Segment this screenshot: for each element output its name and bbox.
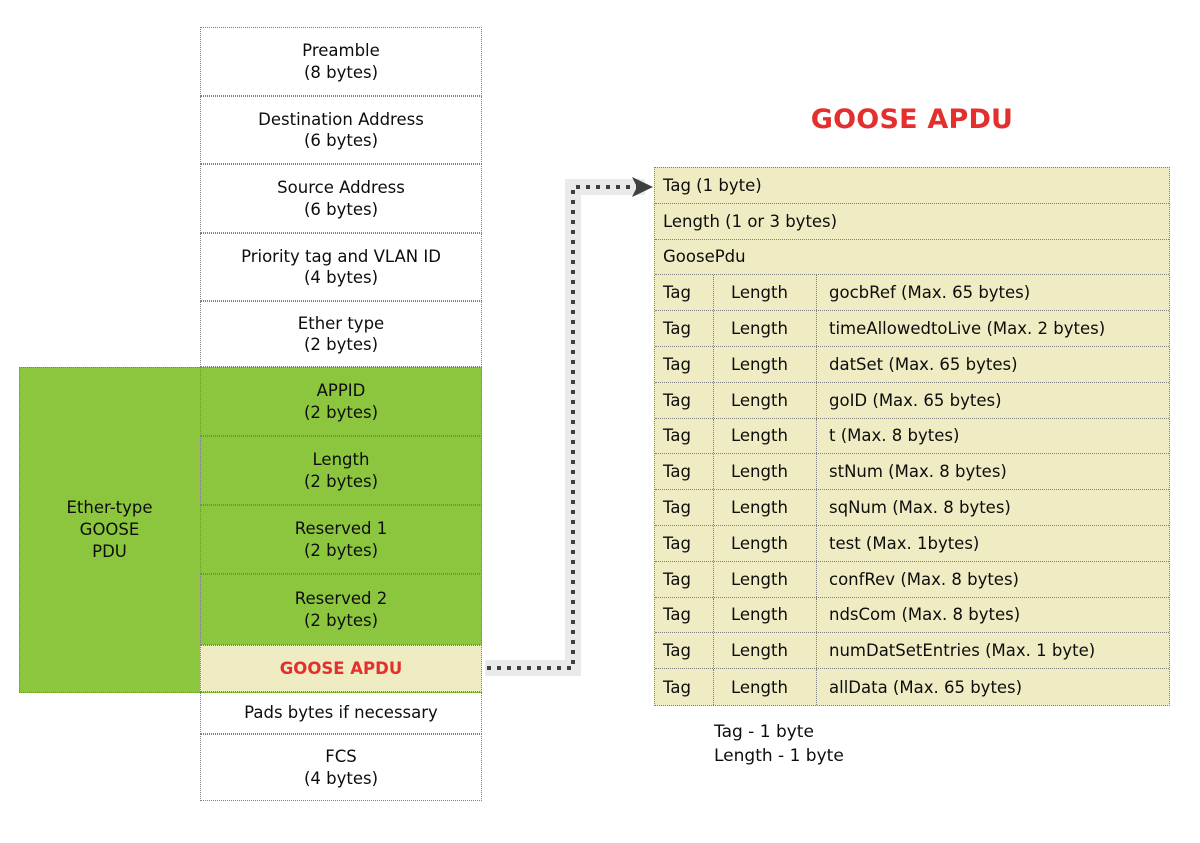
- frame-row-length: Length(2 bytes): [200, 436, 482, 505]
- frame-row-size: (2 bytes): [303, 471, 379, 491]
- frame-row-size: (8 bytes): [303, 62, 379, 82]
- frame-row-size: (2 bytes): [303, 402, 379, 422]
- frame-row-label: GOOSE APDU: [279, 658, 403, 678]
- frame-row-size: (4 bytes): [303, 268, 379, 287]
- frame-row-label: Reserved 2(2 bytes): [294, 589, 388, 630]
- frame-row-label: APPID(2 bytes): [303, 381, 379, 422]
- apdu-legend: Tag - 1 byte Length - 1 byte: [714, 722, 844, 767]
- frame-row-size: (2 bytes): [303, 540, 379, 560]
- apdu-cell-field: gocbRef (Max. 65 bytes): [829, 283, 1031, 303]
- apdu-cell-tag: Tag: [655, 382, 714, 418]
- apdu-cell-length: Length: [714, 311, 817, 346]
- apdu-cell-length: Length: [714, 490, 817, 525]
- apdu-cell-field: test (Max. 1bytes): [829, 533, 980, 553]
- frame-row-reserved-1: Reserved 1(2 bytes): [200, 505, 482, 574]
- apdu-cell-tag: Tag: [655, 311, 714, 346]
- frame-row-label: Pads bytes if necessary: [244, 703, 438, 723]
- frame-row-label: FCS(4 bytes): [303, 747, 379, 788]
- frame-row-size: (4 bytes): [303, 768, 379, 788]
- apdu-cell-field: confRev (Max. 8 bytes): [829, 569, 1019, 589]
- apdu-cell-length: Length: [714, 633, 817, 669]
- frame-row-size: (2 bytes): [303, 610, 379, 630]
- apdu-cell-tag: Tag: [655, 597, 714, 633]
- apdu-cell-length: Length: [714, 561, 817, 597]
- apdu-cell-length: Length: [714, 669, 817, 705]
- apdu-cell-tag: Tag: [655, 525, 714, 561]
- frame-row-reserved-2: Reserved 2(2 bytes): [200, 574, 482, 645]
- frame-row-size: (2 bytes): [303, 335, 379, 354]
- apdu-header-cell: Tag (1 byte): [663, 175, 762, 195]
- ethernet-frame-stack: Preamble(8 bytes) Destination Address(6 b…: [200, 27, 482, 801]
- apdu-cell-tag: Tag: [655, 454, 714, 490]
- apdu-header-row: Length (1 or 3 bytes): [655, 204, 1169, 240]
- frame-row-ether-type: Ether type(2 bytes): [200, 301, 482, 367]
- apdu-cell-length: Length: [714, 418, 817, 454]
- frame-row-label: Preamble(8 bytes): [302, 41, 380, 82]
- frame-row-label: Priority tag and VLAN ID(4 bytes): [241, 246, 441, 287]
- apdu-cell-length: Length: [714, 275, 817, 311]
- apdu-header-cell: Length (1 or 3 bytes): [663, 211, 838, 231]
- apdu-header-cell: GoosePdu: [663, 247, 746, 267]
- ether-type-goose-pdu-label: Ether-type GOOSE PDU: [66, 497, 153, 562]
- frame-row-label: Length(2 bytes): [303, 450, 379, 491]
- apdu-cell-tag: Tag: [655, 275, 714, 311]
- frame-row-source-address: Source Address(6 bytes): [200, 164, 482, 233]
- apdu-cell-field: datSet (Max. 65 bytes): [829, 354, 1018, 374]
- connector-dotted-path: [487, 185, 637, 670]
- page-title-goose-apdu: GOOSE APDU: [810, 104, 1014, 135]
- frame-row-pads-bytes-if-necessary: Pads bytes if necessary: [200, 692, 482, 734]
- apdu-cell-field: sqNum (Max. 8 bytes): [829, 498, 1011, 518]
- apdu-cell-field: stNum (Max. 8 bytes): [829, 462, 1007, 482]
- frame-row-size: (6 bytes): [303, 199, 379, 219]
- goose-apdu-table: Tag (1 byte) Length (1 or 3 bytes) GoosePd…: [654, 167, 1170, 706]
- apdu-header-row: GoosePdu: [655, 240, 1169, 276]
- frame-row-destination-address: Destination Address(6 bytes): [200, 96, 482, 164]
- apdu-cell-field: goID (Max. 65 bytes): [829, 390, 1002, 410]
- goose-apdu-connector-arrow: [485, 177, 653, 676]
- apdu-cell-length: Length: [714, 525, 817, 561]
- apdu-cell-tag: Tag: [655, 346, 714, 382]
- apdu-cell-tag: Tag: [655, 490, 714, 525]
- apdu-cell-tag: Tag: [655, 633, 714, 669]
- frame-row-preamble: Preamble(8 bytes): [200, 27, 482, 96]
- frame-row-label: Reserved 1(2 bytes): [294, 519, 388, 560]
- frame-row-label: Source Address(6 bytes): [277, 178, 405, 219]
- frame-row-appid: APPID(2 bytes): [200, 367, 482, 436]
- apdu-cell-tag: Tag: [655, 561, 714, 597]
- frame-row-label: Destination Address(6 bytes): [258, 109, 424, 150]
- apdu-cell-tag: Tag: [655, 418, 714, 454]
- frame-row-label: Ether type(2 bytes): [297, 313, 385, 354]
- frame-row-goose-apdu: GOOSE APDU: [200, 645, 482, 692]
- apdu-header-row: Tag (1 byte): [655, 168, 1169, 204]
- apdu-cell-field: timeAllowedtoLive (Max. 2 bytes): [829, 319, 1106, 339]
- frame-row-fcs: FCS(4 bytes): [200, 734, 482, 801]
- connector-band: [485, 179, 645, 676]
- apdu-cell-length: Length: [714, 454, 817, 490]
- apdu-cell-length: Length: [714, 597, 817, 633]
- frame-row-size: (6 bytes): [303, 131, 379, 150]
- apdu-cell-field: allData (Max. 65 bytes): [829, 677, 1023, 697]
- frame-row-priority-tag-and-vlan-id: Priority tag and VLAN ID(4 bytes): [200, 233, 482, 301]
- apdu-cell-length: Length: [714, 382, 817, 418]
- apdu-cell-length: Length: [714, 346, 817, 382]
- apdu-cell-field: ndsCom (Max. 8 bytes): [829, 605, 1021, 625]
- apdu-cell-field: t (Max. 8 bytes): [829, 426, 960, 446]
- connector-arrowhead: [632, 177, 653, 197]
- apdu-cell-field: numDatSetEntries (Max. 1 byte): [829, 641, 1096, 661]
- apdu-cell-tag: Tag: [655, 669, 714, 705]
